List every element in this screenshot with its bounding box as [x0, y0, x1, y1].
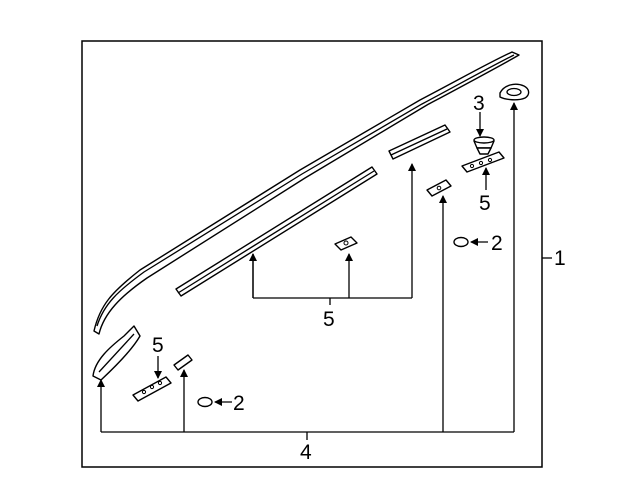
callout-1-label: 1	[554, 247, 566, 270]
callout-5-moulding-label: 5	[323, 308, 335, 331]
rear-bracket	[461, 151, 505, 173]
plug-left	[197, 396, 213, 408]
roof-rail	[93, 51, 520, 335]
front-end-cap	[92, 325, 141, 381]
nut-part	[473, 136, 495, 155]
callout-5-moulding-leaders	[249, 163, 416, 305]
callout-2-right-label: 2	[491, 232, 503, 255]
center-clip	[334, 236, 358, 251]
side-moulding	[175, 166, 378, 297]
callout-4-endcap-leaders	[97, 102, 518, 440]
rear-end-cap	[499, 83, 530, 101]
mid-bracket	[426, 179, 452, 197]
callout-3-label: 3	[473, 92, 485, 115]
front-clip	[173, 354, 193, 371]
plug-right	[453, 236, 469, 248]
callout-2-left-label: 2	[233, 392, 245, 415]
callout-5-rear-label: 5	[479, 192, 491, 215]
diagram-frame	[81, 40, 543, 468]
callout-5-front-label: 5	[152, 334, 164, 357]
rear-moulding	[388, 124, 451, 160]
callout-4-label: 4	[300, 441, 312, 464]
front-bracket	[132, 376, 172, 402]
